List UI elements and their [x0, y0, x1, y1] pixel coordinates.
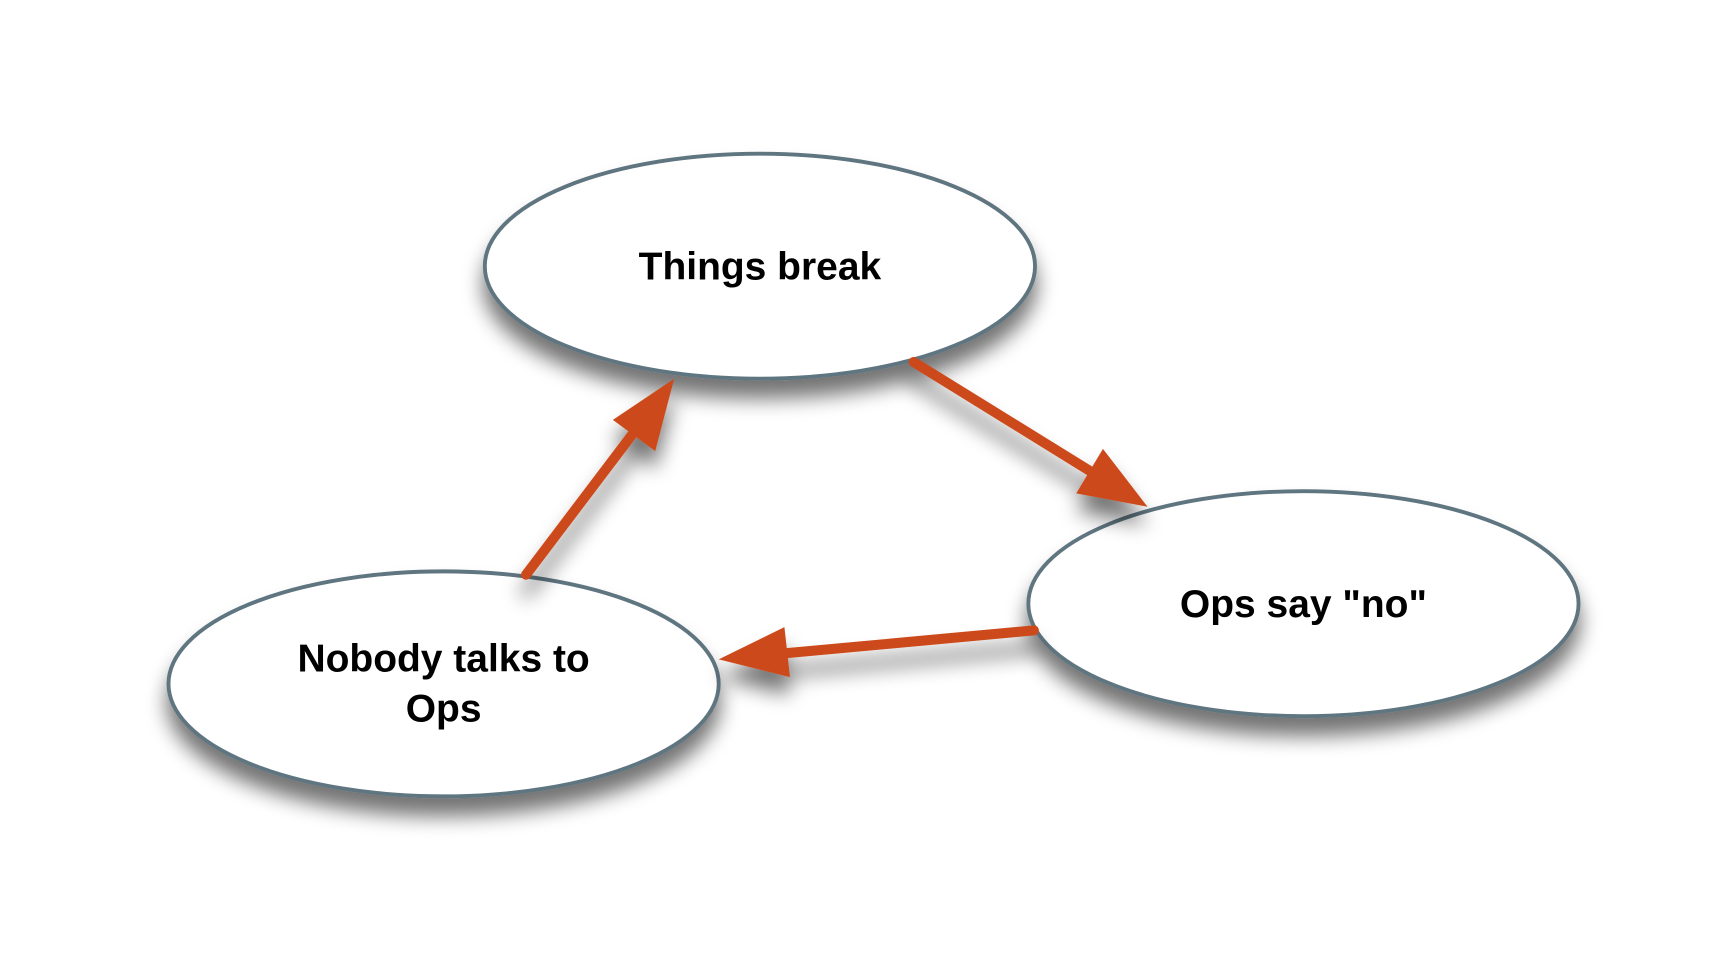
node-things-break: Things break [482, 151, 1037, 381]
node-ops-say-no: Ops say "no" [1026, 489, 1581, 719]
node-label-line1: Nobody talks to [297, 638, 589, 681]
node-label: Ops say "no" [1180, 583, 1427, 626]
node-label-line2: Ops [406, 688, 482, 731]
arrow-things-break-to-ops-say-no [908, 356, 1148, 507]
ellipse [1026, 489, 1581, 719]
arrow-nobody-talks-to-things-break [521, 378, 675, 580]
node-label: Things break [639, 246, 882, 289]
ellipse [166, 569, 721, 799]
arrow-ops-say-no-to-nobody-talks [718, 625, 1039, 678]
node-nobody-talks: Nobody talks to Ops [166, 569, 721, 799]
ellipse [482, 151, 1037, 381]
